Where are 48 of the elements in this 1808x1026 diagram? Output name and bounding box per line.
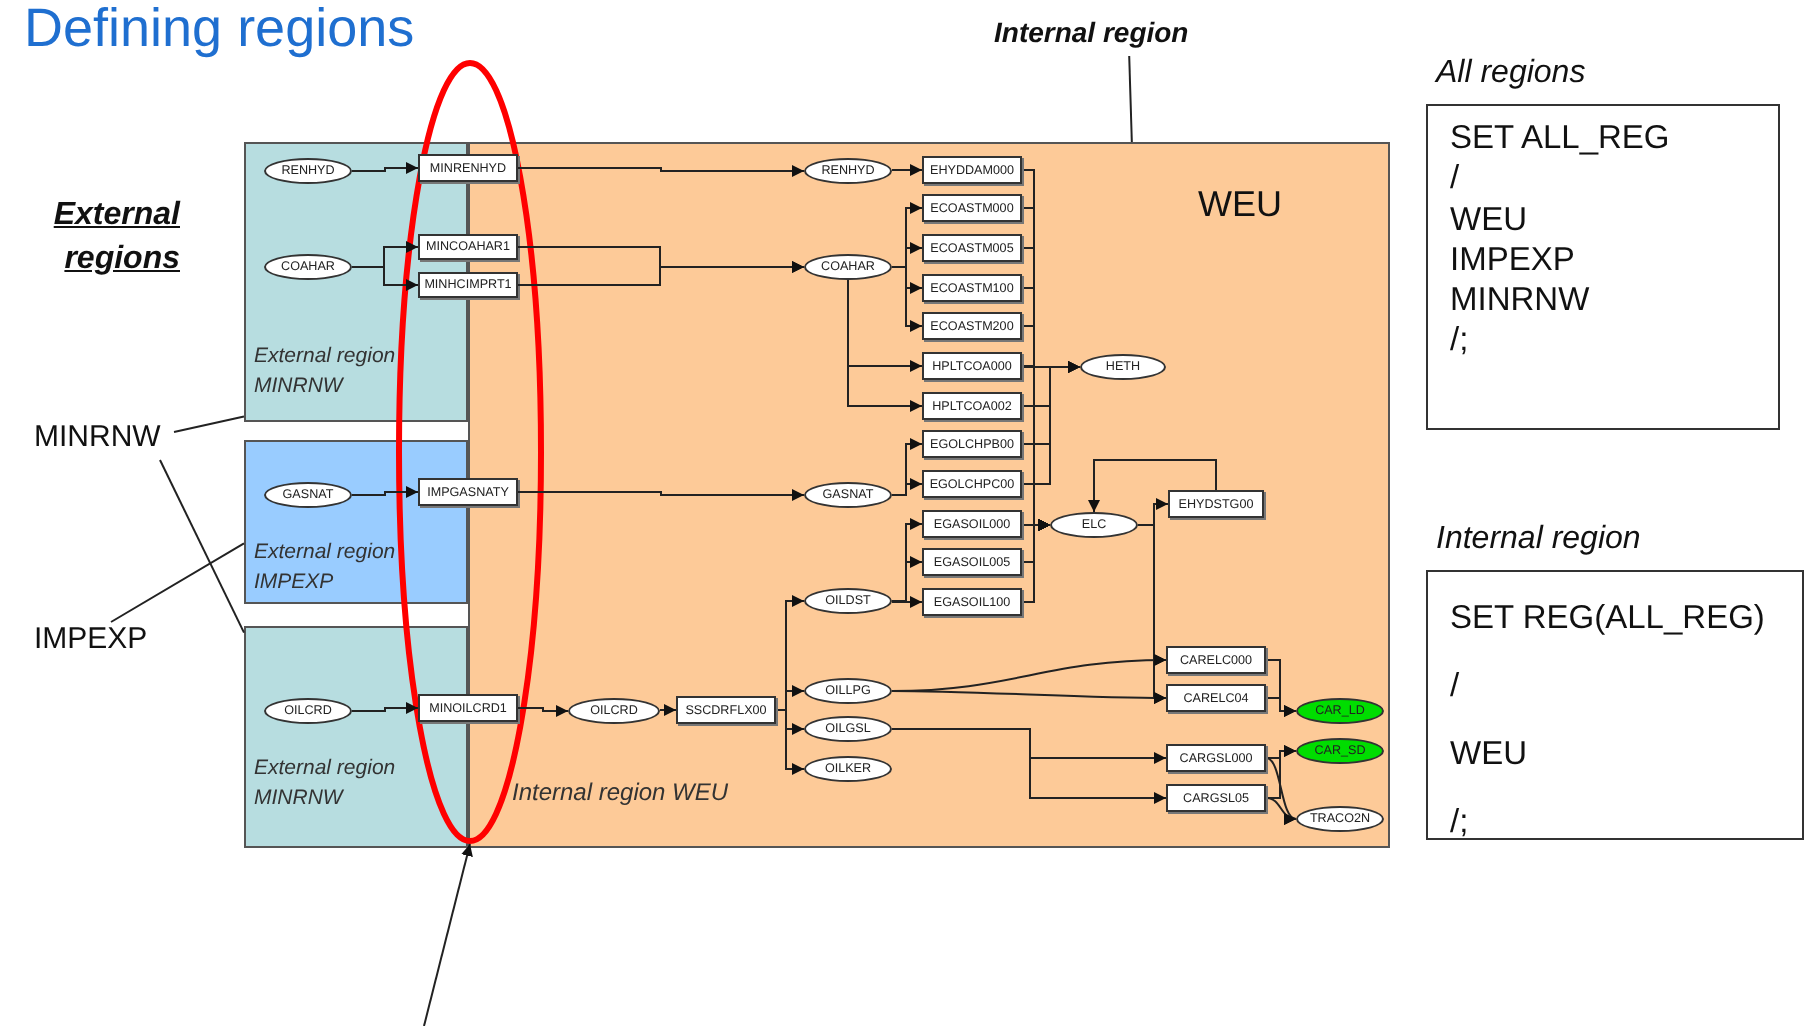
code-line: WEU [1450,199,1529,240]
arrow [659,704,677,716]
arrow [891,728,1167,804]
code-line: WEU [1450,734,1529,776]
code-line: / [1450,666,1462,708]
arrow [517,489,805,501]
region-label: External region MINRNW [254,754,398,814]
code-line: /; [1450,802,1471,844]
arrow [891,596,923,608]
arrow [351,162,419,174]
region-label: Internal region WEU [512,778,729,806]
code-line: / [1450,158,1462,200]
arrow [847,279,923,412]
arrow [517,705,569,717]
code-line: MINRNW [1450,280,1592,321]
arrow [423,843,473,1026]
code-line: SET ALL_REG [1450,118,1672,159]
callout-text: Internal region [994,16,1254,56]
code-line: IMPEXP [1450,239,1577,281]
arrow [1265,757,1297,821]
region-label: External region MINRNW [254,342,398,402]
arrow [351,702,419,714]
callout-text: MINRNW [34,420,174,460]
arrow [891,690,1167,704]
arrow [1021,361,1081,485]
arrow [351,266,419,291]
arrow [517,261,805,286]
region-label: WEU [1198,184,1282,226]
arrow [775,709,805,775]
leader-line [173,415,245,433]
arrow [1088,459,1217,513]
arrow [517,165,805,177]
box-heading: All regions [1436,56,1586,92]
leader-line [159,459,245,634]
section-heading: External regions [51,196,180,280]
arrow [891,164,923,176]
code-line: SET REG(ALL_REG) [1450,598,1767,640]
region-label: External region IMPEXP [254,538,398,598]
code-line: /; [1450,320,1471,362]
box-heading: Internal region [1436,522,1641,558]
arrow [1265,745,1297,799]
arrow [351,486,419,498]
arrow [1265,697,1297,717]
leader-line [1128,55,1133,143]
arrow [1265,797,1297,824]
callout-text: IMPEXP [34,622,174,662]
leader-line [110,542,245,623]
title: Defining regions [24,0,415,60]
